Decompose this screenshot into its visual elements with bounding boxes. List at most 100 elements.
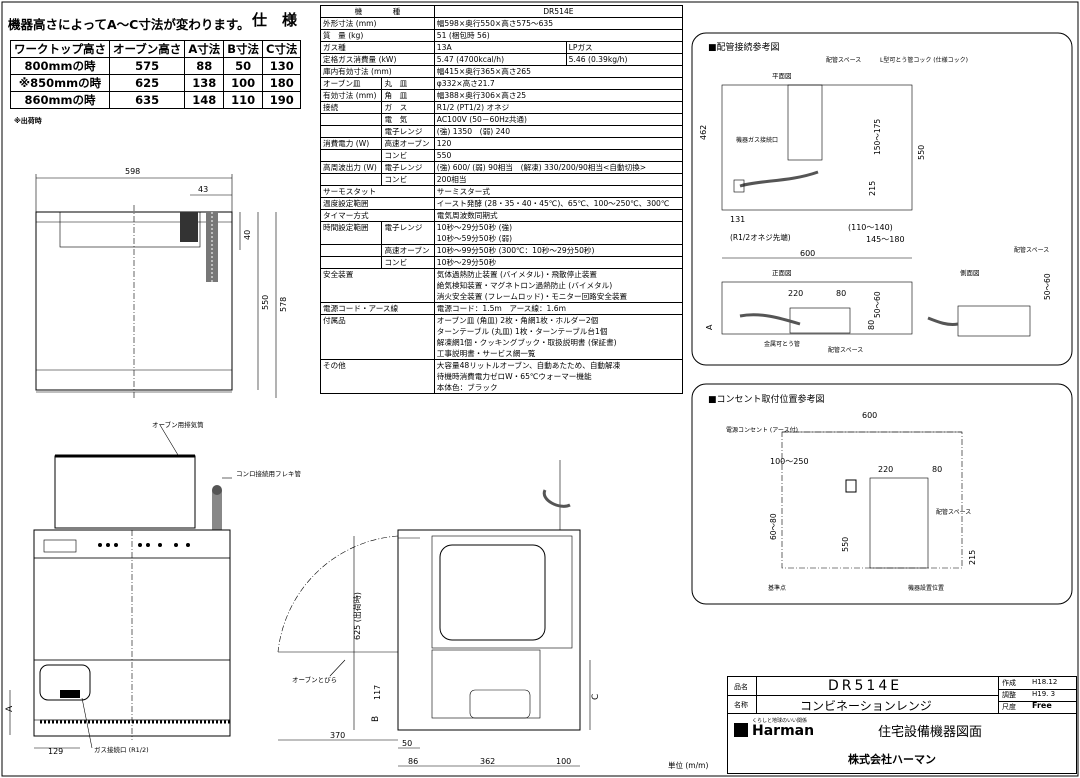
brand-sub: くらしと地球のいい関係 [752, 718, 808, 724]
svg-text:正面図: 正面図 [772, 269, 792, 277]
table-row: 温度設定範囲イースト発酵 (28・35・40・45℃)、65℃、100～250℃… [320, 197, 684, 210]
spec-cell: 有効寸法 (mm) [319, 89, 383, 102]
svg-text:機器設置位置: 機器設置位置 [908, 584, 944, 592]
spec-line: 550 [436, 151, 452, 160]
table-row: 庫内有効寸法 (mm)幅415×奥行365×高さ265 [320, 65, 684, 78]
spec-line: 角 皿 [384, 91, 408, 100]
harman-logo-icon [734, 723, 748, 737]
svg-text:220: 220 [878, 465, 893, 474]
spec-cell: 接続 [319, 101, 383, 114]
spec-cell: φ332×高さ21.7 [433, 77, 684, 90]
svg-text:50～60: 50～60 [873, 291, 882, 318]
svg-text:オーブンとびら: オーブンとびら [292, 675, 337, 684]
size-cell: 110 [223, 91, 263, 109]
spec-cell: 電子レンジ [381, 221, 435, 245]
lower-front-view: A 129 オーブン用排気筒 コンロ接続用フレキ管 ガス接続口 (R1/2) [5, 420, 302, 756]
spec-line: 電子レンジ [384, 163, 423, 172]
svg-text:C: C [591, 694, 601, 700]
spec-cell: 幅388×奥行306×高さ25 [433, 89, 684, 102]
spec-line: 10秒～59分50秒 (弱) [436, 234, 513, 243]
size-cell: 860mmの時 [10, 91, 110, 109]
svg-text:金属可とう管: 金属可とう管 [764, 340, 800, 348]
spec-cell: 5.46 (0.39kg/h) [565, 53, 684, 66]
spec-cell: 200相当 [433, 173, 684, 186]
spec-cell: 電源コード・アース線 [320, 302, 435, 315]
svg-text:ガス接続口 (R1/2): ガス接続口 (R1/2) [94, 745, 149, 754]
svg-text:131: 131 [730, 215, 745, 224]
title-key: 名称 [734, 701, 748, 709]
spec-line: 時間設定範囲 [323, 223, 369, 232]
spec-line: 消費電力 (W) [323, 139, 370, 148]
check-date: H19. 3 [1032, 690, 1056, 698]
spec-cell: サーモスタット [320, 185, 435, 198]
spec-cell: (強) 1350 (弱) 240 [433, 125, 684, 138]
spec-line: 本体色：ブラック [436, 383, 498, 392]
spec-cell: 気体過熱防止装置 (バイメタル)・飛散停止装置絶気検知装置・マグネトロン過熱防止… [433, 268, 684, 303]
table-row: 安全装置 気体過熱防止装置 (バイメタル)・飛散停止装置絶気検知装置・マグネトロン… [320, 268, 684, 303]
svg-text:B: B [371, 716, 381, 722]
spec-line: 丸 皿 [384, 79, 408, 88]
pipe-ref-title: ■配管接続参考図 [708, 41, 780, 53]
svg-text:100～250: 100～250 [770, 457, 809, 466]
svg-text:462: 462 [699, 125, 708, 140]
size-cell: 625 [108, 74, 186, 92]
size-header: オーブン高さ [108, 40, 186, 58]
spec-line: 電気周波数同期式 [436, 211, 498, 220]
size-header: B寸法 [223, 40, 263, 58]
spec-cell: LPガス [565, 41, 684, 54]
outlet-ref-title: ■コンセント取付位置参考図 [708, 393, 825, 405]
svg-text:A: A [5, 705, 15, 712]
spec-line: AC100V (50－60Hz共通) [436, 115, 527, 124]
spec-cell: 温度設定範囲 [320, 197, 435, 210]
spec-cell: 質 量 (kg) [320, 29, 435, 42]
pipe-reference: ■配管接続参考図 平面図 機器ガス接続口 配管スペース L型可とう管コック (仕… [691, 32, 1073, 366]
table-row: オーブン皿 丸 皿 φ332×高さ21.7 [319, 77, 684, 90]
spec-line: 高周波出力 (W) [323, 163, 377, 172]
spec-cell: ガ ス [381, 101, 435, 114]
spec-line: 幅388×奥行306×高さ25 [436, 91, 527, 100]
table-row: 外形寸法 (mm)幅598×奥行550×高さ575～635 [320, 17, 684, 30]
spec-cell: 庫内有効寸法 (mm) [320, 65, 435, 78]
spec-cell: 消費電力 (W) [319, 137, 383, 150]
size-cell: 190 [261, 91, 302, 109]
side-view: 625 (出荷時) 117 B C 370 50 86 362 100 オーブン… [277, 460, 601, 767]
svg-text:80: 80 [932, 465, 942, 474]
spec-cell: 角 皿 [381, 89, 435, 102]
spec-line: 幅598×奥行550×高さ575～635 [436, 19, 554, 28]
spec-line: オーブン皿 [323, 79, 361, 88]
spec-cell: 電子レンジ [381, 161, 435, 174]
spec-cell: 丸 皿 [381, 77, 435, 90]
spec-line: (強) 600/ (弱) 90相当 (解凍) 330/200/90相当<自動切換… [436, 163, 647, 172]
svg-text:550: 550 [841, 537, 850, 552]
drawing-title: 住宅設備機器図面 [878, 725, 983, 740]
spec-cell: 安全装置 [320, 268, 435, 303]
spec-cell: イースト発酵 (28・35・40・45℃)、65℃、100～250℃、300℃ [433, 197, 684, 210]
spec-line: LPガス [568, 43, 593, 52]
svg-text:215: 215 [868, 181, 877, 196]
svg-text:150～175: 150～175 [873, 119, 882, 155]
size-cell: 148 [184, 91, 225, 109]
table-row: 有効寸法 (mm)角 皿 幅388×奥行306×高さ25 [319, 89, 684, 102]
size-table: ワークトップ高さ オーブン高さ A寸法 B寸法 C寸法 800mmの時 575 … [10, 40, 302, 109]
spec-line: 200相当 [436, 175, 467, 184]
svg-text:機器ガス接続口: 機器ガス接続口 [736, 136, 778, 144]
spec-line: ターンテーブル (丸皿) 1枚・ターンテーブル台1個 [436, 327, 608, 336]
spec-line: 10秒～29分50秒 (強) [436, 223, 513, 232]
spec-cell: 電気周波数同期式 [433, 209, 684, 222]
spec-line: 13A [436, 43, 452, 52]
svg-text:600: 600 [862, 411, 877, 420]
spec-line: 工事説明書・サービス網一覧 [436, 349, 536, 358]
spec-cell [319, 113, 383, 126]
table-row: 860mmの時 635 148 110 190 [10, 91, 302, 109]
spec-line: 待機時消費電力ゼロW・65℃ウォーマー機能 [436, 372, 592, 381]
spec-cell: R1/2 (PT1/2) オネジ [433, 101, 684, 114]
svg-text:625 (出荷時): 625 (出荷時) [352, 592, 362, 640]
spec-cell: 10秒～99分50秒 (300℃：10秒～29分50秒) [433, 244, 684, 257]
spec-cell [319, 256, 383, 269]
svg-text:370: 370 [330, 731, 345, 740]
spec-line: 電源コード：1.5m アース線：1.6m [436, 304, 567, 313]
spec-line: 安全装置 [323, 270, 354, 279]
table-row: ※850mmの時 625 138 100 180 [10, 74, 302, 92]
